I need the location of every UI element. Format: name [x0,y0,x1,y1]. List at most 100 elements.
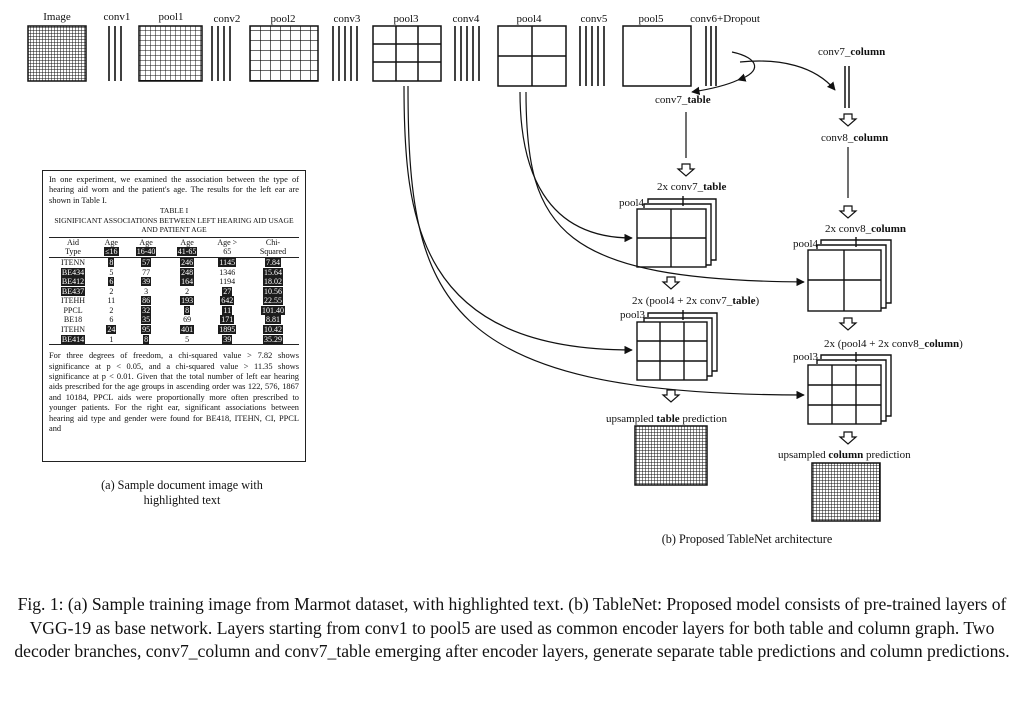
label-2x-conv7-table: 2x conv7_table [657,181,726,193]
label-conv7-column: conv7_column [818,46,885,58]
label-conv7-table: conv7_table [655,94,711,106]
skip-pool3-to-table [403,85,633,355]
table-cell: 39 [141,277,152,287]
table-row: ITEHH 11 86 193 642 22.55 [49,296,299,306]
table-cell: BE414 [49,334,98,346]
table-cell: 57 [141,257,152,267]
table-cell: 24 [106,325,117,335]
header-cell: 41-65 [166,247,208,258]
table-cell: 2 [109,305,114,315]
label-conv8-column: conv8_column [821,132,888,144]
table-cell: ITEHN [61,325,86,335]
table-cell: 401 [180,325,195,335]
table-row: BE434 5 77 248 1346 15.64 [49,267,299,278]
conv2-block [211,26,231,81]
table-row: ITENN 8 57 246 1145 7.84 [49,257,299,267]
header-cell: Type [49,247,98,258]
table-row: BE412 6 39 164 1194 18.02 [49,277,299,287]
label-pool5: pool5 [638,13,664,25]
conv1-block [108,26,122,81]
table-cell: 35.29 [246,334,299,346]
label-pool3-table: pool3 [620,309,646,321]
header-cell: Squared [246,247,299,258]
table-cell: 5 [166,334,208,346]
down-arrow-table-1 [676,163,696,177]
skip-pool4-to-column [525,91,805,287]
label-pool3: pool3 [393,13,419,25]
label-2x-pool4-column: 2x (pool4 + 2x conv8_column) [824,338,963,350]
table-cell: PPCL [63,305,83,315]
label-2x-conv8-column: 2x conv8_column [825,223,906,235]
table-cell: BE437 [60,286,86,296]
label-2x-pool4-table: 2x (pool4 + 2x conv7_table) [632,295,760,307]
label-conv5: conv5 [581,13,608,25]
header-cell: Age [166,236,208,248]
tablenet-architecture-diagram: Image conv1 pool1 conv2 pool2 conv3 pool… [27,11,963,522]
table-row: BE18 6 35 69 171 8.81 [49,315,299,325]
table-cell: 8.81 [264,315,281,325]
pool3-block [372,25,442,82]
table-cell: 77 [142,267,151,277]
sample-doc-header-row-1: Aid Age Age Age Age > Chi- [49,236,299,248]
table-cell: 95 [141,325,152,335]
header-cell: Chi- [246,236,299,248]
table-row: BE437 2 3 2 27 10.56 [49,286,299,297]
down-arrow-table-3 [661,389,681,403]
skip-pool4-to-table [519,91,633,243]
table-cell: 248 [180,267,195,277]
label-pool1: pool1 [158,11,183,23]
header-cell: Age [125,236,167,248]
image-block [27,25,87,82]
table-cell: 32 [141,305,152,315]
label-pool4-table: pool4 [619,197,645,209]
table-cell: 7.84 [264,257,281,267]
down-arrow-column-1 [838,113,858,127]
column-pool4-stack [807,237,892,312]
conv3-block [332,26,358,81]
table-cell: 15.64 [262,267,283,277]
pool4-block [497,25,567,87]
header-cell: Age [97,236,126,248]
pool1-block [138,25,203,82]
label-upsampled-table: upsampled table prediction [606,413,728,425]
conv7-column-block [844,66,850,108]
down-arrow-column-2 [838,205,858,219]
table-cell: 3 [144,286,149,296]
down-arrow-table-2 [661,276,681,290]
label-image: Image [43,11,71,23]
label-conv6-dropout: conv6+Dropout [690,13,760,25]
table-cell: 86 [141,296,152,306]
header-cell: Aid [49,236,98,248]
table-cell: 11 [222,305,233,315]
table-cell: 5 [109,267,114,277]
table-row: ITEHN 24 95 401 1895 10.42 [49,325,299,335]
label-pool2: pool2 [270,13,295,25]
subcaption-b: (b) Proposed TableNet architecture [661,532,833,546]
header-cell: Age > [207,236,247,248]
to-conv7-table-arrow [691,79,739,96]
figure-caption: Fig. 1: (a) Sample training image from M… [14,594,1010,661]
header-cell: 16-40 [125,247,167,258]
label-pool4-column: pool4 [793,238,819,250]
label-conv4: conv4 [453,13,480,25]
table-cell: BE412 [60,277,86,287]
branch-split-arrow [731,51,756,82]
table-cell: 39 [207,334,247,346]
subcaption-a: (a) Sample document image with highlight… [101,478,263,507]
table-cell: 27 [222,286,233,296]
label-pool3-column: pool3 [793,351,819,363]
sample-doc-table: Aid Age Age Age Age > Chi- Type ≤16 16-4… [49,236,299,346]
table-cell: 6 [108,277,115,287]
table-cell: 193 [180,296,195,306]
table-cell: 1346 [219,267,236,277]
label-conv3: conv3 [334,13,361,25]
label-pool4: pool4 [516,13,542,25]
table-cell: 2 [185,286,190,296]
column-prediction-output [811,462,881,522]
table-cell: ITENN [61,257,86,267]
down-arrow-column-4 [838,431,858,445]
table-cell: 8 [108,257,115,267]
table-cell: 11 [107,296,116,306]
conv5-block [579,26,605,86]
sample-doc-header-row-2: Type ≤16 16-40 41-65 65 Squared [49,247,299,258]
